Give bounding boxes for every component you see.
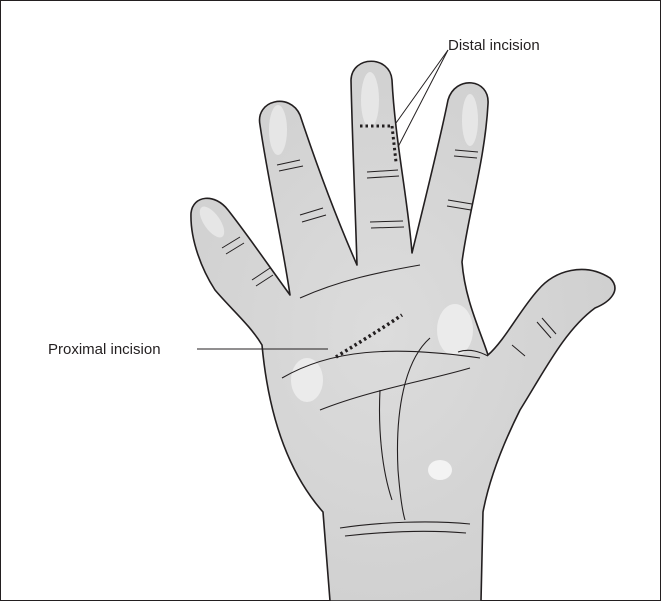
palm-highlight [291, 358, 323, 402]
hand-outline [191, 61, 615, 601]
finger-highlight [361, 72, 379, 128]
distal-incision-label: Distal incision [448, 37, 540, 54]
proximal-incision-label: Proximal incision [48, 341, 161, 358]
finger-highlight [269, 105, 287, 155]
palm-highlight [437, 304, 473, 356]
finger-highlight [462, 94, 478, 146]
thenar-highlight [428, 460, 452, 480]
